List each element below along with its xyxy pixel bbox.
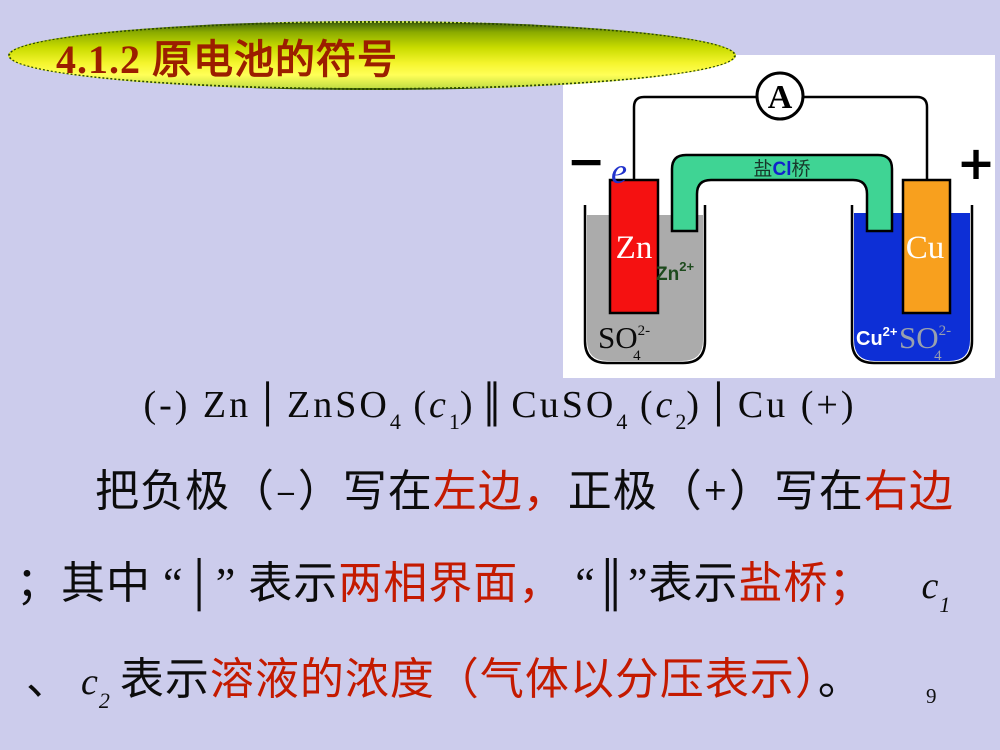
plus-sign: + [702, 473, 729, 508]
notation-c2-close-paren: ) [686, 384, 703, 426]
cu-ion-charge: 2+ [883, 324, 898, 339]
line3-text: 。 [817, 655, 863, 704]
body-line-2: ；其中 “│” 表示两相界面， “║”表示盐桥； c1 [0, 554, 1000, 635]
phase-boundary-bar: │ [256, 382, 283, 426]
salt-bridge-double-bar: ║ [480, 382, 507, 426]
wire-left [632, 95, 757, 181]
highlight-concentration: 溶液的浓度（气体以分压表示） [209, 655, 818, 704]
notation-c1-close-paren: ) [459, 384, 476, 426]
cu-electrode [901, 178, 952, 315]
ammeter-label: A [768, 79, 793, 116]
left-sulfate-count: 4 [633, 348, 641, 364]
notation-c1-symbol: c [429, 384, 449, 426]
zn-ion-charge: 2+ [679, 259, 694, 274]
page-number: 9 [926, 684, 937, 708]
left-sulfate-label: SO2- 4 [598, 320, 650, 364]
line3-text: 、 [26, 655, 71, 704]
zn-ion-symbol: Zn [656, 264, 679, 285]
line1-text: ）写在 [297, 467, 433, 516]
line1-text: 正极（ [567, 467, 703, 516]
cu-ion-label: Cu2+ [856, 324, 898, 350]
plus-terminal-label: + [957, 136, 995, 190]
cu-electrode-label: Cu [906, 230, 945, 266]
right-sulfate-symbol: SO [899, 320, 939, 355]
salt-bridge-label-right: 桥 [792, 158, 811, 180]
right-sulfate-count: 4 [934, 348, 942, 364]
minus-terminal-label: − [567, 134, 606, 188]
c2-symbol: c [81, 661, 99, 703]
c1-subscript: 1 [939, 592, 951, 617]
line1-text: ）写在 [728, 467, 864, 516]
galvanic-cell-diagram: A 盐Cl桥 Zn Cu Zn2+ Cu2+ SO2-4 SO2-4 [563, 55, 995, 378]
title-banner: 4.1.2 原电池的符号 [8, 21, 736, 90]
salt-bridge [670, 153, 894, 233]
right-beaker [850, 205, 974, 365]
notation-znso4-subscript: 4 [389, 409, 401, 434]
c1-symbol: c [921, 565, 940, 607]
page-title: 4.1.2 原电池的符号 [56, 36, 398, 82]
phase-boundary-bar-2: │ [707, 382, 733, 426]
electron-label: e [611, 151, 627, 191]
left-beaker [583, 205, 707, 365]
zn-electrode-label: Zn [616, 230, 653, 266]
c1-variable: c1 [921, 565, 950, 617]
notation-positive-electrode: Cu (+) [737, 384, 857, 426]
line2-text: “║”表示 [563, 559, 739, 608]
ammeter-icon [755, 71, 805, 121]
cell-notation: (-) Zn│ZnSO4 (c1)║CuSO4 (c2)│Cu (+) [0, 378, 1000, 448]
salt-bridge-label-left: 盐 [753, 158, 772, 180]
salt-bridge-label: 盐Cl桥 [753, 158, 810, 180]
c2-variable: c2 [81, 661, 110, 713]
left-sulfate-symbol: SO [598, 320, 638, 355]
left-sulfate-charge: 2- [638, 323, 651, 339]
notation-c2-open-paren: ( [639, 384, 656, 426]
line1-text: 把负极（ [95, 467, 275, 516]
line3-text: 表示 [119, 655, 210, 704]
right-sulfate-label: SO2- 4 [899, 320, 951, 364]
notation-c1-subscript: 1 [448, 409, 460, 434]
notation-cuso4-subscript: 4 [616, 409, 628, 434]
notation-cuso4: CuSO [511, 384, 617, 426]
right-sulfate-charge: 2- [939, 323, 952, 339]
notation-znso4: ZnSO [287, 384, 390, 426]
zn-electrode [608, 178, 660, 315]
notation-c1-open-paren: ( [413, 384, 429, 426]
wire-right [803, 95, 929, 179]
notation-negative-electrode: (-) Zn [143, 384, 252, 426]
notation-c2-subscript: 2 [675, 409, 687, 434]
c2-subscript: 2 [98, 688, 110, 713]
minus-sign: − [275, 479, 298, 509]
salt-bridge-label-cl: Cl [773, 159, 792, 180]
highlight-left-side: 左边， [432, 467, 568, 516]
zn-ion-label: Zn2+ [656, 259, 694, 285]
highlight-right-side: 右边 [863, 467, 954, 516]
line2-text: ；其中 “│” 表示 [16, 559, 339, 608]
highlight-salt-bridge: 盐桥； [738, 559, 874, 608]
notation-c2-symbol: c [655, 384, 676, 426]
body-line-1: 把负极（−）写在左边，正极（+）写在右边 [0, 461, 1000, 524]
cu-ion-symbol: Cu [856, 328, 883, 350]
highlight-phase-interface: 两相界面， [338, 559, 564, 608]
